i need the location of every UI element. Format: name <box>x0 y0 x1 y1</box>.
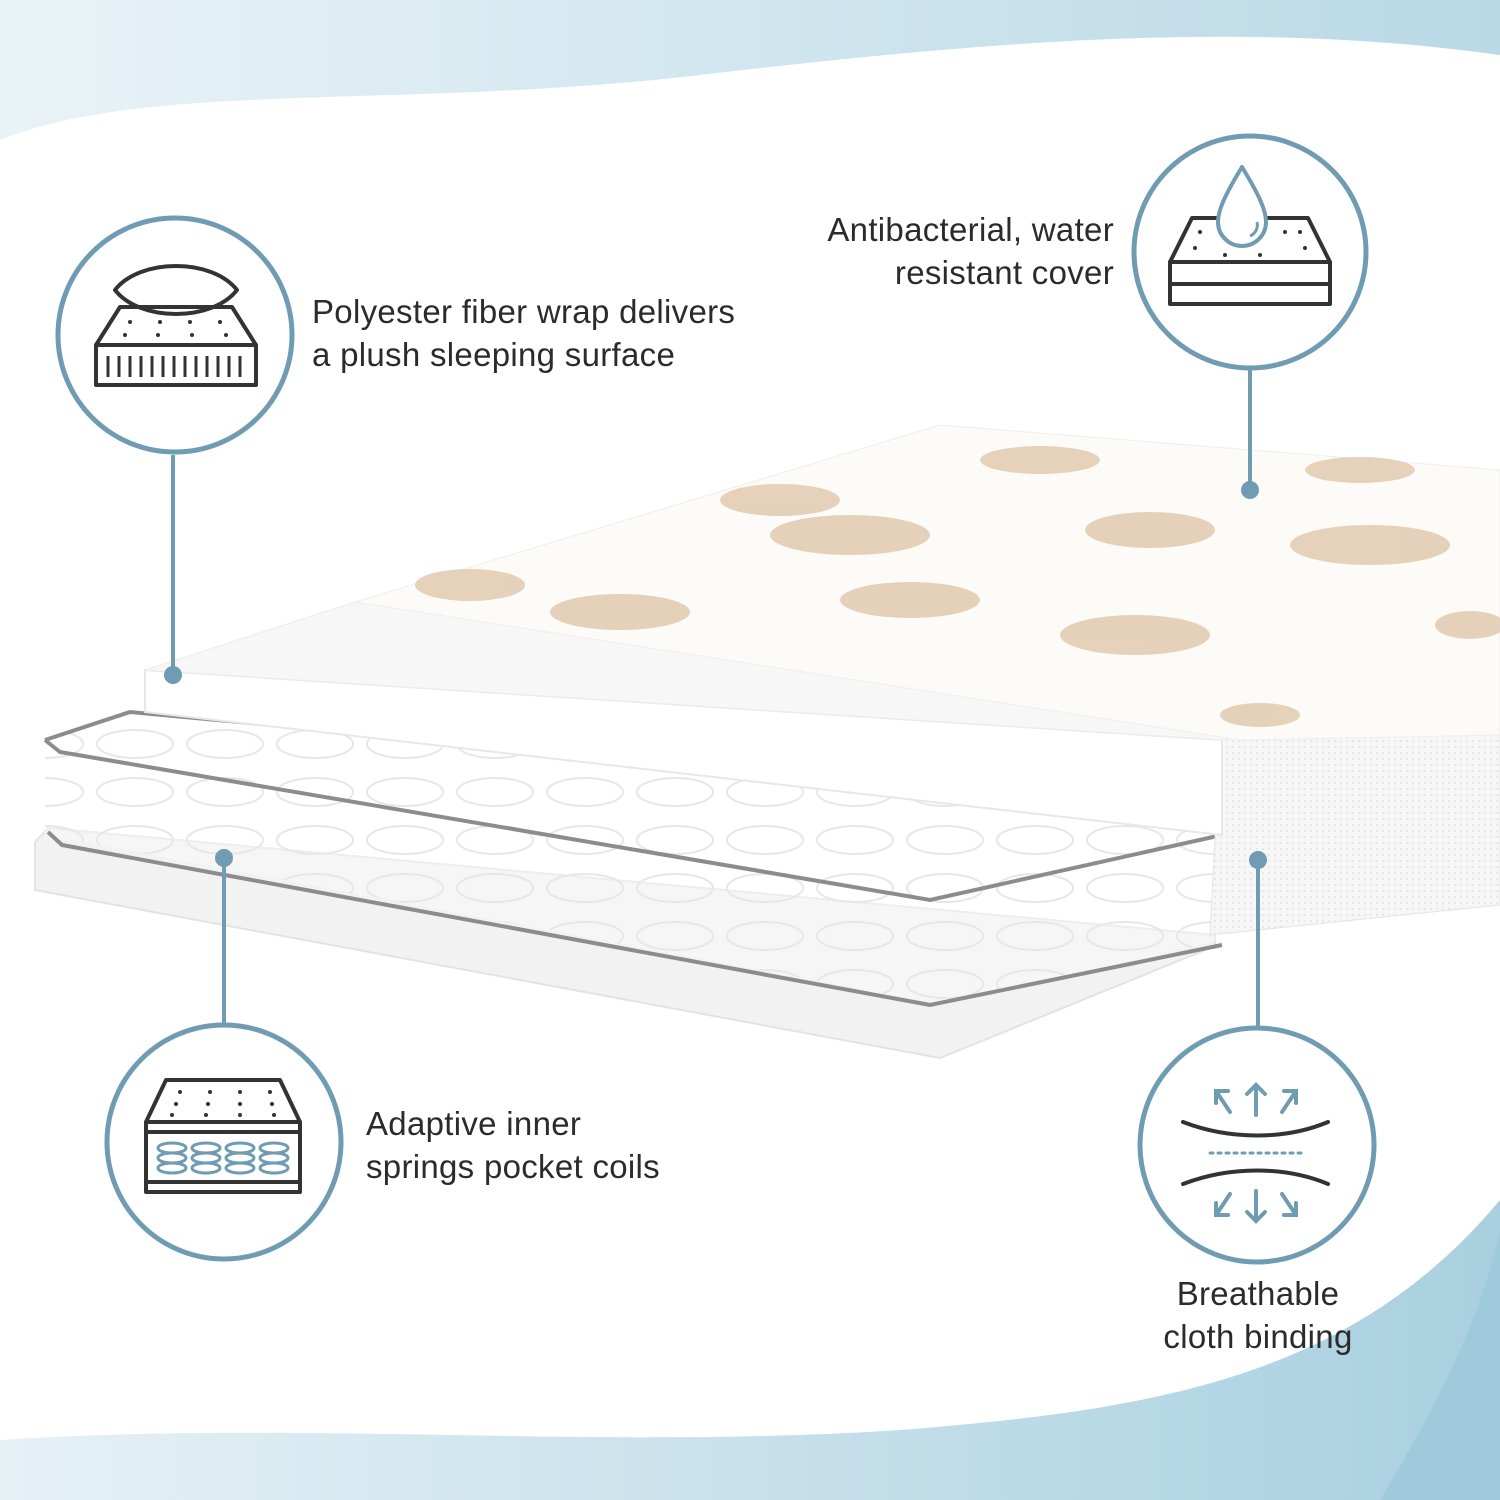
feature-label-polyester-wrap: Polyester fiber wrap delivers a plush sl… <box>312 290 735 376</box>
connector-dot <box>1249 851 1267 869</box>
feature-circle <box>104 1022 344 1262</box>
feature-label-line: Polyester fiber wrap delivers <box>312 293 736 330</box>
pillow-mattress-icon <box>94 264 258 387</box>
feature-circle <box>1137 1025 1377 1265</box>
mattress-illustration <box>34 424 1500 1060</box>
feature-label-binding: Breathable cloth binding <box>1118 1272 1398 1358</box>
feature-label-line: resistant cover <box>894 254 1114 291</box>
water-drop-mattress-icon <box>1168 165 1332 306</box>
feature-label-line: a plush sleeping surface <box>312 336 676 373</box>
coil-mattress-icon <box>144 1078 302 1194</box>
feature-label-line: Adaptive inner <box>366 1105 582 1142</box>
feature-label-springs: Adaptive inner springs pocket coils <box>366 1102 660 1188</box>
feature-label-line: Breathable <box>1176 1275 1340 1312</box>
printed-cover <box>354 424 1500 741</box>
feature-circle <box>1131 133 1369 371</box>
connector-dot <box>215 849 233 867</box>
polyester-wrap-layer <box>144 600 1241 837</box>
connector-dot <box>164 666 182 684</box>
feature-label-line: Antibacterial, water <box>827 211 1114 248</box>
feature-label-line: cloth binding <box>1163 1318 1353 1355</box>
feature-circle <box>55 215 295 455</box>
feature-label-line: springs pocket coils <box>366 1148 660 1185</box>
connector-dot <box>1241 481 1259 499</box>
feature-label-cover: Antibacterial, water resistant cover <box>827 208 1114 294</box>
airflow-arrows-icon <box>1181 1082 1330 1224</box>
